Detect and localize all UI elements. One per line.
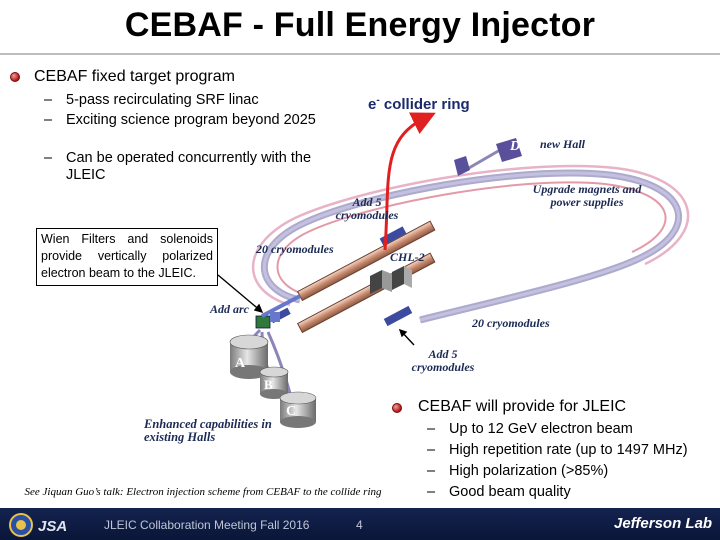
collider-arrow xyxy=(383,112,436,251)
bullet-main-fixed-target: CEBAF fixed target program xyxy=(34,68,235,85)
title-divider xyxy=(0,53,720,55)
collider-e: e xyxy=(368,96,377,113)
bullet-main-jleic: CEBAF will provide for JLEIC xyxy=(418,398,627,415)
footer-logos: JSA xyxy=(9,513,67,537)
sub-bullet-text: Good beam quality xyxy=(449,484,571,500)
collider-rest: collider ring xyxy=(379,96,470,113)
sub-bullet-linac: –5-pass recirculating SRF linac xyxy=(44,92,259,108)
label-hall-a: A xyxy=(235,356,246,371)
jefferson-lab-logo: Jefferson Lab xyxy=(614,515,713,532)
label-chl2: CHL-2 xyxy=(390,250,425,264)
label-leaders xyxy=(217,274,415,346)
label-add5-bottom: Add 5 cryomodules xyxy=(411,347,475,374)
sub-bullet-energy: –Up to 12 GeV electron beam xyxy=(427,421,633,437)
jsa-logo-icon: JSA xyxy=(38,518,67,535)
page-number: 4 xyxy=(356,518,363,532)
label-20-cryomodules-right: 20 cryomodules xyxy=(472,316,550,330)
label-upgrade: Upgrade magnets and power supplies xyxy=(532,182,642,209)
label-hall-b: B xyxy=(264,377,273,392)
sub-bullet-concurrent: –Can be operated concurrently with the J… xyxy=(44,150,312,183)
label-add5-top: Add 5 cryomodules xyxy=(335,195,399,222)
label-20-cryomodules-left: 20 cryomodules xyxy=(256,242,334,256)
sub-bullet-science: –Exciting science program beyond 2025 xyxy=(44,112,316,128)
chl2-blocks xyxy=(370,266,412,294)
label-new-hall: new Hall xyxy=(540,137,586,151)
label-add-arc: Add arc xyxy=(210,302,249,316)
sub-bullet-text: Can be operated concurrently with the JL… xyxy=(66,150,312,183)
racetrack-arcs xyxy=(251,164,690,324)
label-enhanced: Enhanced capabilities in existing Halls xyxy=(144,417,272,444)
sub-bullet-text: 5-pass recirculating SRF linac xyxy=(66,92,259,108)
hall-d-building xyxy=(454,138,522,176)
label-hall-d: D xyxy=(510,139,521,154)
label-hall-c: C xyxy=(286,404,297,419)
sub-bullet-text: High repetition rate (up to 1497 MHz) xyxy=(449,442,688,458)
sub-bullet-text: High polarization (>85%) xyxy=(449,463,609,479)
bullet-icon xyxy=(392,403,402,413)
collider-e-sup: - xyxy=(376,95,380,106)
hall-c-cylinder xyxy=(279,391,317,428)
footer-meeting: JLEIC Collaboration Meeting Fall 2016 xyxy=(104,518,310,532)
sub-bullet-text: Exciting science program beyond 2025 xyxy=(66,112,316,128)
collider-ring-label: e- collider ring xyxy=(368,95,470,113)
injector-arc xyxy=(255,294,301,329)
sub-bullet-reprate: –High repetition rate (up to 1497 MHz) xyxy=(427,442,688,458)
slide-title: CEBAF - Full Energy Injector xyxy=(124,6,596,44)
footer-bar xyxy=(0,508,720,540)
sub-bullet-polarization: –High polarization (>85%) xyxy=(427,463,609,479)
hall-a-cylinder xyxy=(229,334,269,379)
reference-note: See Jiquan Guo’s talk: Electron injectio… xyxy=(24,486,382,498)
sub-bullet-text: Up to 12 GeV electron beam xyxy=(449,421,633,437)
bullet-icon xyxy=(10,72,20,82)
wien-filter-note: Wien Filters and solenoids provide verti… xyxy=(36,228,218,286)
sub-bullet-quality: –Good beam quality xyxy=(427,484,571,500)
